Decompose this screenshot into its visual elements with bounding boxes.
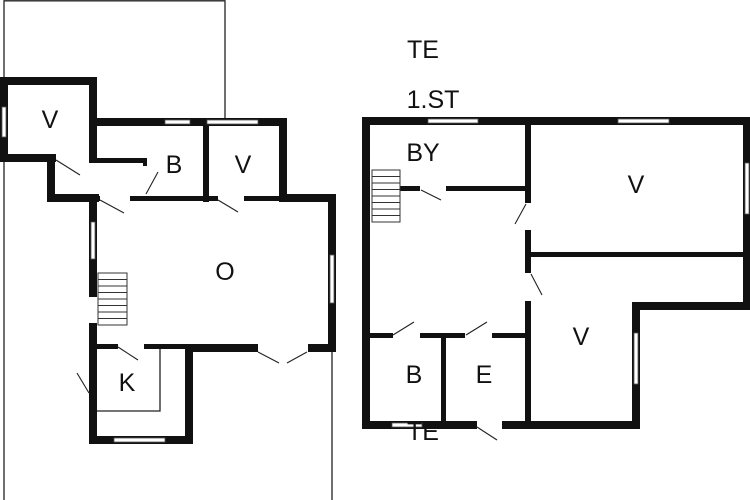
room-label-b: B: [406, 361, 423, 389]
room-label-e: E: [476, 361, 493, 389]
room-label-by: BY: [406, 139, 440, 167]
plan-label-te: TE: [407, 36, 439, 64]
room-label-o: O: [215, 258, 234, 286]
room-label-v: V: [628, 171, 645, 199]
staircase: [371, 169, 401, 223]
plot-outline: [3, 0, 333, 500]
windows: [391, 118, 750, 428]
room-label-b: B: [166, 151, 183, 179]
first-floor-plan: TE 1.ST: [362, 36, 750, 446]
windows: [1, 106, 335, 443]
room-label-v: V: [235, 151, 252, 179]
door-swings: [392, 189, 543, 441]
room-label-v: V: [42, 106, 59, 134]
staircase: [97, 272, 128, 326]
floor-label: 1.ST: [407, 86, 460, 114]
ground-floor-plan: V B V O K: [0, 77, 336, 444]
door-swings: [55, 159, 308, 412]
room-label-v: V: [573, 323, 590, 351]
plan-label-te-bottom: TE: [407, 418, 439, 446]
room-label-k: K: [119, 369, 136, 397]
